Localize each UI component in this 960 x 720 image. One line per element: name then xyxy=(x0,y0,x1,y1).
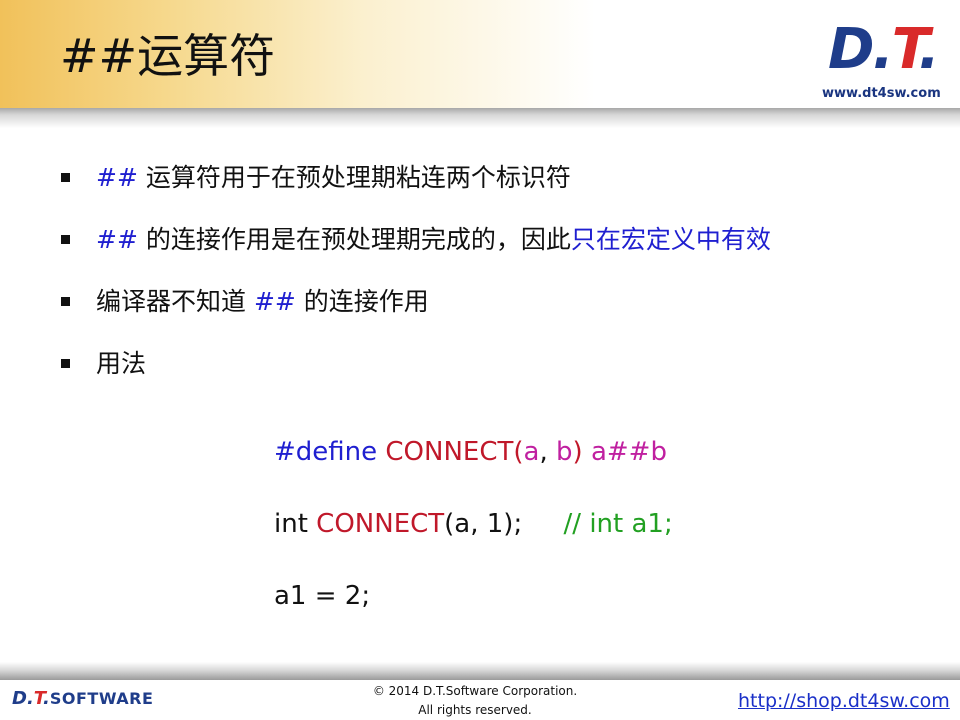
code-call-args: (a, 1); xyxy=(444,509,523,539)
code-comma: , xyxy=(539,437,557,467)
code-param-b: b xyxy=(556,437,573,467)
bullet-1-part-2: 运算符用于在预处理期粘连两个标识符 xyxy=(145,163,571,192)
code-macro-call: CONNECT xyxy=(316,509,445,539)
copyright-line-1: © 2014 D.T.Software Corporation. xyxy=(372,684,578,698)
dt-logo: D.T. xyxy=(828,17,940,82)
bullet-3-part-1: 编译器不知道 xyxy=(96,287,254,316)
header-shadow xyxy=(0,108,960,128)
logo-dot: . xyxy=(872,17,893,82)
bullet-list: ## 运算符用于在预处理期粘连两个标识符 ## 的连接作用是在预处理期完成的，因… xyxy=(60,158,920,406)
bullet-4-part-1: 用法 xyxy=(96,349,147,378)
copyright: © 2014 D.T.Software Corporation. All rig… xyxy=(340,682,610,720)
code-assign: a1 = 2; xyxy=(274,581,371,611)
code-define-keyword: #define xyxy=(274,437,386,467)
site-url: www.dt4sw.com xyxy=(822,86,941,101)
code-int-type: int xyxy=(274,509,317,539)
bullet-item-1: ## 运算符用于在预处理期粘连两个标识符 xyxy=(60,158,920,220)
footer-logo-dot: . xyxy=(43,688,50,709)
code-macro-body: a##b xyxy=(590,437,667,467)
code-line-define: #define CONNECT(a, b) a##b xyxy=(274,432,673,504)
bullet-2-part-3: 只在宏定义中有效 xyxy=(570,225,771,254)
bullet-item-4: 用法 xyxy=(60,344,920,406)
logo-t: T xyxy=(891,17,921,82)
code-macro-name: CONNECT xyxy=(385,437,514,467)
code-block: #define CONNECT(a, b) a##b int CONNECT(a… xyxy=(274,432,673,648)
page-title: ##运算符 xyxy=(60,29,276,83)
footer-logo-t: T xyxy=(33,688,44,709)
code-param-a: a xyxy=(523,437,540,467)
copyright-line-2: All rights reserved. xyxy=(418,703,532,717)
code-gap xyxy=(522,509,563,539)
shop-link[interactable]: http://shop.dt4sw.com xyxy=(738,690,950,712)
footer-rule xyxy=(0,662,960,680)
bullet-1-part-1: ## xyxy=(96,163,146,192)
bullet-item-3: 编译器不知道 ## 的连接作用 xyxy=(60,282,920,344)
footer-logo-d: D. xyxy=(12,688,34,709)
bullet-2-part-1: ## xyxy=(96,225,146,254)
footer-logo: D.T.SOFTWARE xyxy=(12,688,153,709)
code-open-paren: ( xyxy=(513,437,524,467)
bullet-3-part-3: 的连接作用 xyxy=(303,287,429,316)
code-line-usage: int CONNECT(a, 1); // int a1; xyxy=(274,504,673,576)
logo-dot-2: . xyxy=(918,17,939,82)
header-band xyxy=(0,0,960,108)
bullet-item-2: ## 的连接作用是在预处理期完成的，因此只在宏定义中有效 xyxy=(60,220,920,282)
logo-d: D xyxy=(828,17,875,82)
bullet-2-part-2: 的连接作用是在预处理期完成的，因此 xyxy=(145,225,571,254)
code-close-paren: ) xyxy=(572,437,591,467)
footer-logo-software: SOFTWARE xyxy=(49,689,154,708)
bullet-3-part-2: ## xyxy=(253,287,304,316)
code-comment: // int a1; xyxy=(563,509,673,539)
code-line-assign: a1 = 2; xyxy=(274,576,673,648)
